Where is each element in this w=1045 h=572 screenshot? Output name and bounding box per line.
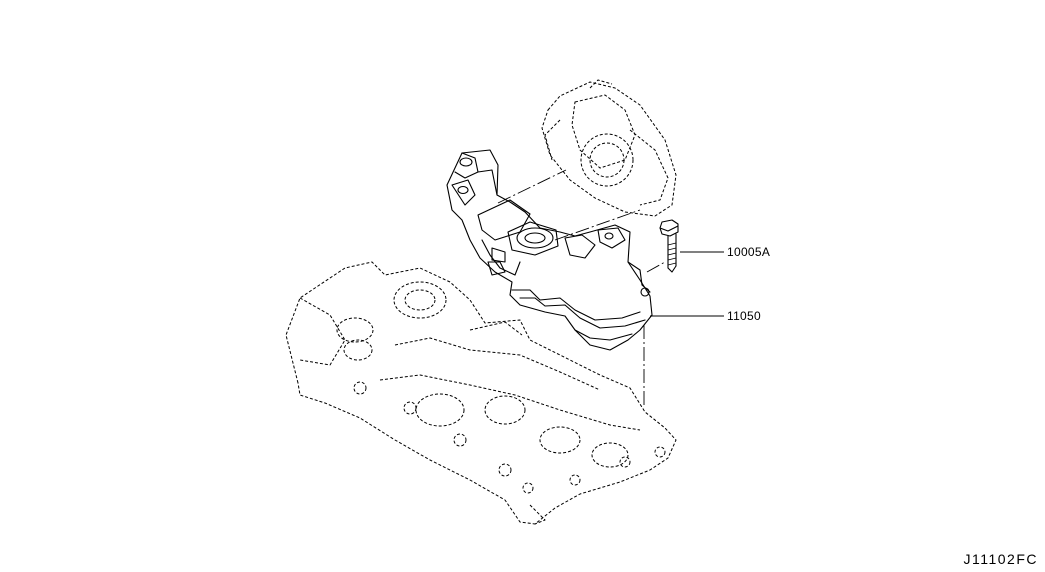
- throttle-body-phantom: [541, 79, 677, 217]
- intake-manifold-support: [446, 149, 653, 351]
- callout-bolt-10005a: 10005A: [727, 245, 770, 259]
- diagram-id: J11102FC: [963, 551, 1038, 567]
- callout-cover-11050: 11050: [727, 309, 761, 323]
- centerlines: [497, 169, 666, 405]
- bolt-10005a-drawing: [659, 219, 679, 273]
- cylinder-head-phantom: [285, 261, 677, 525]
